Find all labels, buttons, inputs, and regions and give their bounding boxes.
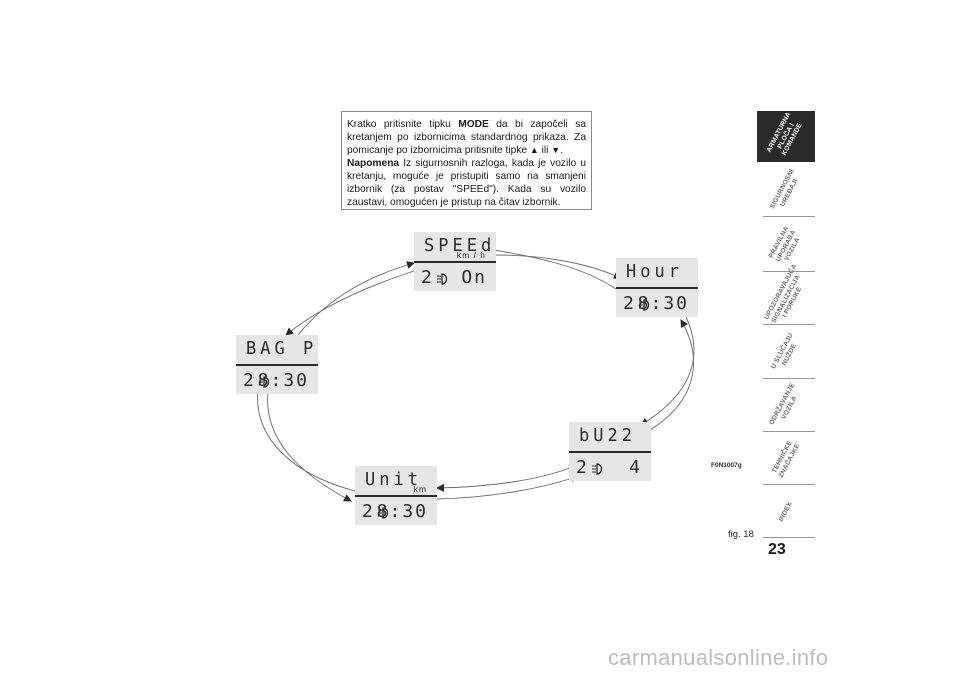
display-hour-title: Hour: [626, 261, 683, 283]
tab-label: ARMATURNA PLOČA I KOMANDE: [765, 111, 804, 157]
tab-label: PRAVILNA UPORABA VOZILA: [767, 225, 802, 263]
instruction-period: .: [560, 145, 564, 156]
arrow-speed-to-bagp: [285, 270, 415, 336]
page-number: 23: [768, 541, 786, 558]
headlamp-icon: [259, 376, 270, 388]
instruction-text-continued: da bi započeli sa kretanjem po izbornici…: [347, 119, 586, 156]
figure-label: fig. 18: [728, 529, 754, 540]
tab-label: ODRŽAVANJE VOZILA: [768, 381, 799, 427]
headlamp-icon: [592, 463, 603, 475]
tab-u-slucaju-nuzde[interactable]: U SLUČAJU NUŽDE: [757, 328, 815, 379]
tab-label: UPOZORAVAJUĆA SIGNALIZACIJA I PORUKE: [763, 263, 804, 324]
arrow-speed-to-hour: [495, 254, 622, 279]
gear-indicator: 2: [421, 267, 432, 288]
display-bagp-title: BAG P: [246, 338, 318, 360]
tab-label: INDEX: [777, 500, 794, 523]
arrow-hour-to-buzz: [640, 316, 695, 426]
display-buzz-title: bU22: [579, 425, 636, 447]
menu-instructions-box: Kratko pritisnite tipku MODE da bi započ…: [341, 111, 592, 210]
display-unit-title: Unit: [365, 469, 422, 491]
display-bagp: BAG P 2 8:30: [236, 335, 318, 394]
tab-index[interactable]: INDEX: [757, 487, 815, 538]
watermark-text: carmanualsonline.info: [608, 645, 829, 670]
figure-code: F0N1007g: [711, 462, 742, 469]
gear-indicator: 2: [243, 370, 254, 391]
gear-indicator: 2: [362, 501, 373, 522]
display-hour: Hour 2 8:30: [616, 258, 698, 317]
tab-sigurnosni-uredaji[interactable]: SIGURNOSNI UREĐAJI: [757, 166, 815, 217]
display-speed-title: SPEEd: [424, 235, 496, 257]
mode-key-label: MODE: [458, 119, 489, 130]
display-speed-value: On: [461, 267, 487, 288]
tab-label: U SLUČAJU NUŽDE: [770, 331, 798, 371]
tab-pravilna-uporaba[interactable]: PRAVILNA UPORABA VOZILA: [757, 221, 815, 272]
instruction-text: Kratko pritisnite tipku: [347, 119, 459, 130]
arrow-unit-to-buzz: [436, 474, 579, 500]
note-text: Iz sigurnosnih razloga, kada je vozilo u…: [347, 158, 586, 208]
note-label: Napomena: [347, 158, 400, 169]
tab-odrzavanje-vozila[interactable]: ODRŽAVANJE VOZILA: [757, 381, 815, 432]
arrow-hour-to-speed: [486, 246, 617, 290]
display-unit-unit: km: [413, 484, 427, 494]
gear-indicator: 2: [623, 293, 634, 314]
arrow-buzz-to-hour: [649, 319, 694, 431]
arrow-bagp-to-unit: [267, 390, 352, 502]
display-buzz-value: 4: [629, 457, 642, 478]
display-hour-value: 8:30: [637, 293, 689, 314]
tab-label: SIGURNOSNI UREĐAJI: [769, 168, 800, 211]
display-speed-unit: km / h: [456, 250, 486, 260]
display-buzz: bU22 2 4: [569, 422, 651, 481]
arrow-bagp-to-speed: [293, 261, 415, 341]
tab-armaturna-ploca[interactable]: ARMATURNA PLOČA I KOMANDE: [757, 111, 815, 162]
or-text: ili: [538, 145, 552, 156]
arrow-unit-to-bagp: [253, 386, 356, 492]
tab-upozoravajuca-signalizacija[interactable]: UPOZORAVAJUĆA SIGNALIZACIJA I PORUKE: [757, 263, 815, 325]
tab-label: TEHNIČKE ZNAČAJKE: [771, 439, 801, 479]
tab-tehnicke-znacajke[interactable]: TEHNIČKE ZNAČAJKE: [757, 434, 815, 485]
headlamp-icon: [437, 273, 448, 285]
arrow-buzz-to-unit: [436, 466, 573, 492]
gear-indicator: 2: [576, 457, 587, 478]
display-bagp-value: 8:30: [257, 370, 309, 391]
up-arrow-icon: ▲: [529, 145, 539, 155]
headlamp-icon: [639, 299, 650, 311]
down-arrow-icon: ▼: [551, 145, 561, 155]
headlamp-icon: [378, 507, 389, 519]
display-unit-value: 8:30: [376, 501, 428, 522]
